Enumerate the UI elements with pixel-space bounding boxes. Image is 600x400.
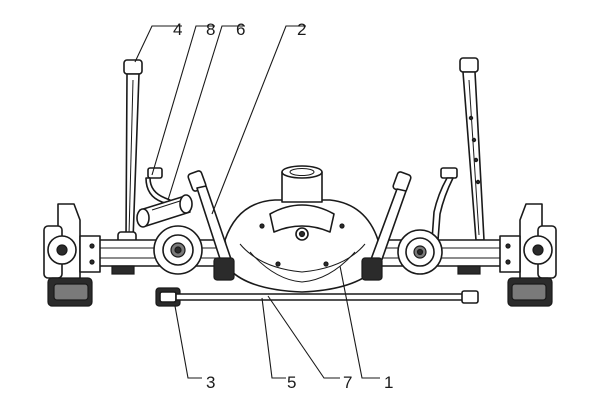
- right-pipe-bracket: [431, 167, 458, 241]
- shock-absorber: [136, 194, 193, 228]
- right-vertical-link: [459, 57, 485, 241]
- left-diagonal-link: [187, 170, 235, 281]
- panhard-rod: [175, 290, 479, 304]
- right-wheel-hub: [499, 203, 557, 307]
- callout-2: 2: [297, 20, 306, 39]
- differential-housing: [224, 165, 379, 293]
- right-beam-pad: [457, 265, 481, 275]
- right-spring-seat: [397, 229, 443, 275]
- callout-7: 7: [343, 373, 352, 392]
- callout-3: 3: [206, 373, 215, 392]
- leader-lines-top: [134, 25, 306, 215]
- callout-8: 8: [206, 20, 215, 39]
- left-pipe-bracket: [145, 167, 171, 205]
- callout-4: 4: [173, 20, 182, 39]
- left-spring-seat: [153, 225, 203, 275]
- leader-lines-bottom: [174, 265, 380, 379]
- left-vertical-link: [117, 59, 143, 263]
- left-beam-pad: [111, 265, 135, 275]
- left-wheel-hub: [43, 203, 101, 307]
- callout-1: 1: [384, 373, 393, 392]
- right-diagonal-link: [361, 171, 412, 281]
- callout-5: 5: [287, 373, 296, 392]
- callout-6: 6: [236, 20, 245, 39]
